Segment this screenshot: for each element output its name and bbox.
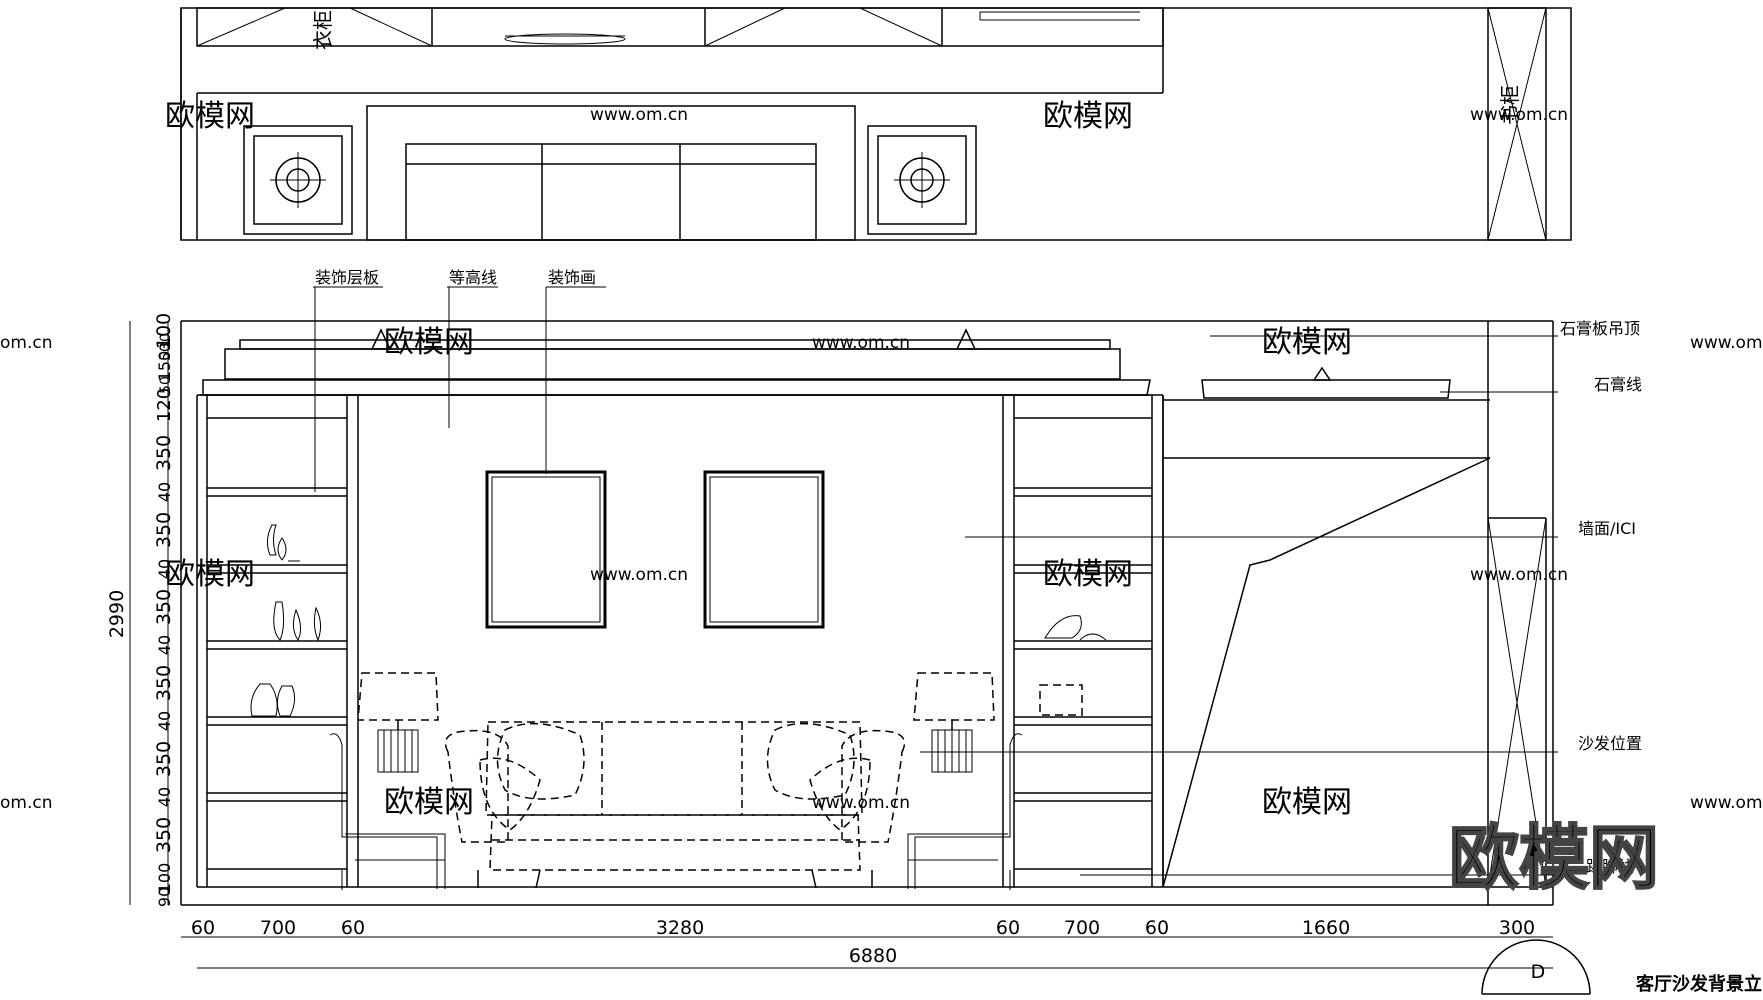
callout-contour: 等高线 (449, 268, 497, 287)
table-lamp-left (357, 672, 439, 773)
callout-leaders (313, 286, 1558, 876)
callout-skirting: 踢脚线 (1586, 857, 1634, 876)
callout-ceiling: 石膏板吊顶 (1560, 319, 1640, 338)
plan-view: 衣柜 书柜 (180, 7, 1572, 241)
wardrobe-label: 衣柜 (311, 10, 335, 50)
dim-v-2: 50 (158, 343, 174, 361)
watermark-url: www.om.cn (1470, 565, 1568, 585)
watermark-brand: 欧模网 (165, 557, 255, 592)
callout-molding: 石膏线 (1594, 375, 1642, 394)
callout-painting: 装饰画 (548, 268, 596, 287)
drawing-title-text: 客厅沙发背景立 (1636, 973, 1762, 995)
watermark-brand: 欧模网 (1043, 557, 1133, 592)
watermark-brand: 欧模网 (1043, 99, 1133, 134)
vertical-dimensions: 100 30 50 150 50 120 350 40 350 40 350 4… (153, 313, 175, 907)
watermark-brand: 欧模网 (1262, 325, 1352, 360)
section-mark: D (1531, 961, 1546, 983)
dim-total-height: 2990 (106, 590, 128, 638)
watermark-large: 欧模网 (1449, 817, 1659, 899)
callout-shelf: 装饰层板 (315, 268, 379, 287)
elevation-view (180, 320, 1554, 906)
watermark-url: om.cn (0, 793, 53, 813)
dim-v-8: 350 (153, 512, 175, 548)
callout-labels: 装饰层板 等高线 装饰画 石膏板吊顶 石膏线 墙面/ICI 沙发位置 踢脚线 (315, 268, 1642, 876)
dim-v-18: 90 (155, 887, 174, 907)
dim-h-3: 3280 (656, 917, 704, 939)
callout-sofa: 沙发位置 (1578, 734, 1642, 753)
dim-v-10: 350 (153, 589, 175, 625)
watermarks: 欧模网 www.om.cn 欧模网 www.om.cn om.cn 欧模网 ww… (0, 99, 1763, 820)
watermark-brand: 欧模网 (384, 785, 474, 820)
dim-v-11: 40 (155, 635, 174, 655)
table-lamp-right (913, 672, 995, 773)
dim-v-3: 150 (155, 351, 174, 382)
dim-h-8: 300 (1499, 917, 1535, 939)
watermark-url: www.om.cn (1690, 333, 1763, 353)
dim-total-width: 6880 (849, 945, 897, 967)
dim-v-17: 100 (155, 863, 174, 894)
dim-h-4: 60 (996, 917, 1020, 939)
dim-v-4: 50 (158, 376, 174, 394)
dim-v-6: 350 (153, 435, 175, 471)
watermark-brand: 欧模网 (165, 99, 255, 134)
dim-v-14: 350 (153, 741, 175, 777)
shelf-decor-icon (1039, 615, 1107, 716)
dim-h-7: 1660 (1302, 917, 1350, 939)
watermark-url: www.om.cn (590, 565, 688, 585)
dim-h-2: 60 (341, 917, 365, 939)
dim-v-16: 350 (153, 817, 175, 853)
dim-v-1: 30 (158, 333, 174, 351)
painting-right (703, 470, 825, 629)
drawing-title: D 客厅沙发背景立 (1481, 939, 1762, 995)
dim-v-0: 100 (153, 313, 175, 349)
dim-v-13: 40 (155, 711, 174, 731)
dim-v-7: 40 (155, 482, 174, 502)
watermark-url: www.om.cn (1470, 105, 1568, 125)
watermark-brand: 欧模网 (384, 325, 474, 360)
dim-h-1: 700 (260, 917, 296, 939)
dim-v-15: 40 (155, 787, 174, 807)
watermark-url: www.om.cn (1690, 793, 1763, 813)
watermark-url: www.om.cn (812, 333, 910, 353)
vase-decor-icon (250, 524, 322, 717)
watermark-url: www.om.cn (590, 105, 688, 125)
dim-h-0: 60 (191, 917, 215, 939)
dim-h-6: 60 (1145, 917, 1169, 939)
dimension-lines (129, 321, 1553, 969)
watermark-brand: 欧模网 (1262, 785, 1352, 820)
dim-v-12: 350 (153, 665, 175, 701)
painting-left (485, 470, 607, 629)
bookcase-label: 书柜 (1498, 85, 1522, 125)
horizontal-dimensions: 60 700 60 3280 60 700 60 1660 300 (191, 917, 1535, 939)
dim-v-5: 120 (154, 388, 175, 422)
dim-h-5: 700 (1064, 917, 1100, 939)
dim-v-9: 40 (155, 559, 174, 579)
sofa-icon (444, 721, 906, 889)
callout-wall: 墙面/ICI (1578, 519, 1636, 538)
watermark-url: om.cn (0, 333, 53, 353)
watermark-url: www.om.cn (812, 793, 910, 813)
